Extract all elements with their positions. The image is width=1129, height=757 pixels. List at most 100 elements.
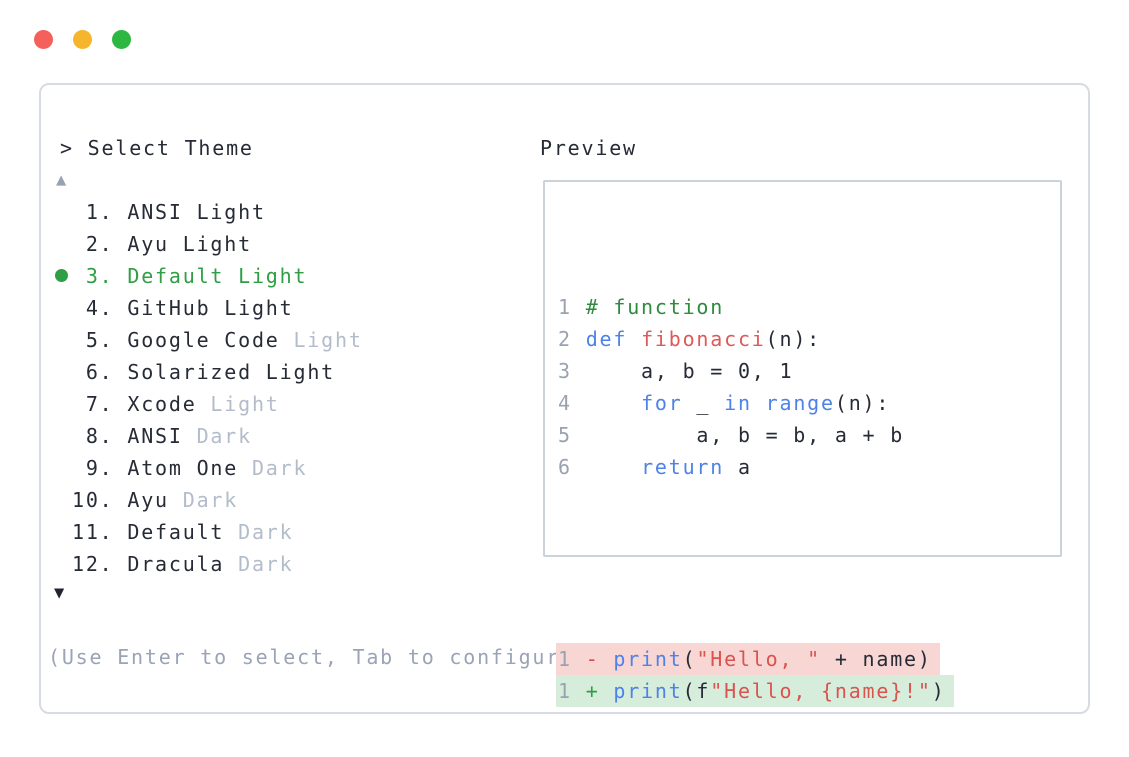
code-token: (f [682, 679, 711, 703]
diff-sign: - [585, 647, 614, 671]
theme-item-number: 6. [72, 360, 128, 384]
code-token: "Hello, " [696, 647, 822, 671]
theme-item-variant: Dark [196, 424, 252, 448]
line-number: 3 [558, 359, 586, 383]
theme-item-variant: Light [224, 296, 294, 320]
line-number: 2 [558, 327, 586, 351]
code-token: + name) [821, 647, 932, 671]
theme-item-ayu-dark[interactable]: 10. Ayu Dark [72, 484, 363, 516]
scroll-down-icon[interactable]: ▼ [54, 583, 67, 603]
code-token: a, b = b, a + b [585, 423, 905, 447]
code-token: range [765, 391, 835, 415]
theme-item-variant: Dark [251, 456, 308, 480]
theme-item-number: 12. [72, 552, 128, 576]
theme-item-ansi-dark[interactable]: 8. ANSI Dark [72, 420, 363, 452]
select-theme-prompt: > Select Theme [60, 136, 254, 160]
code-line: 1 # function [558, 291, 954, 323]
code-token [627, 327, 641, 351]
line-number: 6 [558, 455, 586, 479]
code-line: 2 def fibonacci(n): [558, 323, 954, 355]
theme-item-number: 7. [72, 392, 128, 416]
blank-line [558, 547, 954, 579]
theme-item-label: GitHub [127, 296, 225, 320]
code-line: 5 a, b = b, a + b [558, 419, 954, 451]
line-number: 5 [558, 423, 586, 447]
theme-item-ayu-light[interactable]: 2. Ayu Light [72, 228, 363, 260]
selected-indicator-icon [55, 269, 68, 282]
theme-item-xcode-light[interactable]: 7. Xcode Light [72, 388, 363, 420]
theme-item-ansi-light[interactable]: 1. ANSI Light [72, 196, 363, 228]
theme-item-label: Default [127, 520, 239, 544]
theme-item-default-light[interactable]: 3. Default Light [55, 260, 363, 292]
theme-item-variant: Dark [238, 520, 294, 544]
scroll-up-icon[interactable]: ▲ [56, 170, 69, 190]
theme-item-number: 1. [72, 200, 128, 224]
theme-item-label: ANSI [127, 200, 197, 224]
theme-item-google-code-light[interactable]: 5. Google Code Light [72, 324, 363, 356]
code-token: a [724, 455, 752, 479]
theme-item-number: 10. [72, 488, 128, 512]
diff-highlight-added: 1 + print(f"Hello, {name}!") [556, 675, 954, 707]
code-line: 4 for _ in range(n): [558, 387, 954, 419]
line-number: 4 [558, 391, 586, 415]
theme-item-variant: Light [265, 360, 336, 384]
theme-item-label: ANSI [127, 424, 197, 448]
theme-item-dracula-dark[interactable]: 12. Dracula Dark [72, 548, 363, 580]
line-number: 1 [558, 679, 586, 703]
line-number: 1 [558, 647, 586, 671]
theme-selector-panel: > Select Theme ▲ 1. ANSI Light 2. Ayu Li… [39, 83, 1090, 714]
theme-item-label: Ayu [127, 488, 183, 512]
theme-item-number: 2. [72, 232, 128, 256]
code-token: for [641, 391, 683, 415]
code-token: print [613, 679, 683, 703]
preview-title: Preview [540, 136, 637, 160]
close-button[interactable] [34, 30, 53, 49]
code-token: (n): [834, 391, 891, 415]
code-line: 3 a, b = 0, 1 [558, 355, 954, 387]
line-number: 1 [558, 295, 586, 319]
theme-item-label: Solarized [127, 360, 266, 384]
code-token: ( [682, 647, 697, 671]
theme-item-label: Ayu [127, 232, 183, 256]
code-token: a, b = 0, 1 [585, 359, 794, 383]
diff-highlight-removed: 1 - print("Hello, " + name) [556, 643, 940, 675]
theme-item-label: Dracula [127, 552, 239, 576]
code-token: (n): [765, 327, 822, 351]
code-token: in [724, 391, 752, 415]
diff-sign: + [585, 679, 614, 703]
theme-item-default-dark[interactable]: 11. Default Dark [72, 516, 363, 548]
theme-item-label: Xcode [127, 392, 211, 416]
code-token [586, 391, 641, 415]
zoom-button[interactable] [112, 30, 131, 49]
theme-item-variant: Dark [238, 552, 294, 576]
theme-item-number: 4. [72, 296, 128, 320]
theme-item-variant: Light [182, 232, 252, 256]
theme-item-solarized-light[interactable]: 6. Solarized Light [72, 356, 363, 388]
theme-item-variant: Dark [182, 488, 239, 512]
diff-lines: 1 - print("Hello, " + name)1 + print(f"H… [556, 643, 954, 707]
code-token [752, 391, 766, 415]
theme-item-atom-one-dark[interactable]: 9. Atom One Dark [72, 452, 363, 484]
code-token [586, 455, 641, 479]
theme-list: 1. ANSI Light 2. Ayu Light 3. Default Li… [55, 196, 363, 580]
code-token: ) [931, 679, 946, 703]
theme-item-variant: Light [210, 392, 280, 416]
theme-item-number: 5. [72, 328, 128, 352]
theme-item-variant: Light [238, 264, 308, 288]
code-token: return [641, 455, 725, 479]
theme-item-number: 9. [72, 456, 128, 480]
theme-item-variant: Light [196, 200, 266, 224]
theme-item-variant: Light [293, 328, 363, 352]
theme-item-github-light[interactable]: 4. GitHub Light [72, 292, 363, 324]
code-token: def [585, 327, 628, 351]
minimize-button[interactable] [73, 30, 92, 49]
code-line: 6 return a [558, 451, 954, 483]
theme-item-label: Atom One [127, 456, 252, 480]
code-token: fibonacci [641, 327, 766, 351]
diff-line-removed: 1 - print("Hello, " + name) [556, 643, 954, 675]
code-token: _ [682, 391, 725, 415]
theme-item-label: Google Code [127, 328, 294, 352]
